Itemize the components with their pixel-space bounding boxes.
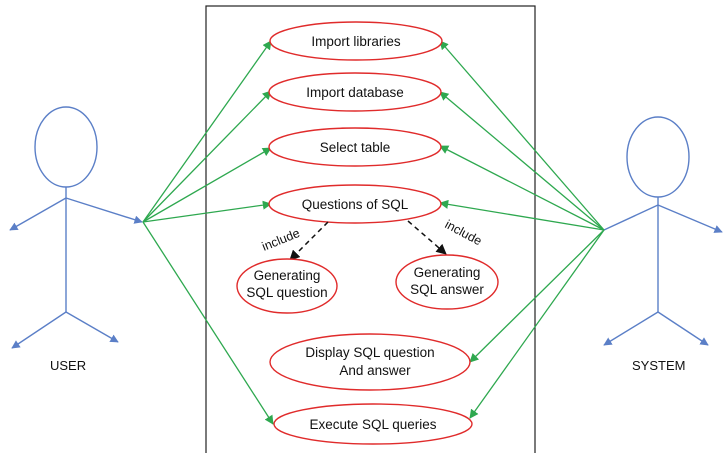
- use-case-label-line2: And answer: [339, 363, 411, 378]
- assoc-system-import-libraries: [439, 40, 605, 231]
- system-actor-label: SYSTEM: [632, 358, 685, 373]
- user-actor-head: [34, 106, 98, 188]
- use-case-ellipse: [395, 254, 499, 310]
- assoc-user-import-database: [142, 90, 272, 223]
- include-arrow-right: [407, 220, 447, 255]
- assoc-system-select-table: [439, 145, 605, 231]
- system-boundary: [205, 5, 536, 453]
- assoc-system-execute: [469, 229, 605, 419]
- assoc-user-questions: [142, 200, 272, 223]
- assoc-user-select-table: [142, 147, 272, 223]
- system-actor-right-leg: [657, 311, 709, 346]
- user-actor: [9, 106, 143, 349]
- use-case-import-libraries: Import libraries: [269, 21, 443, 61]
- use-case-label: Select table: [320, 140, 391, 155]
- use-case-import-database: Import database: [268, 72, 442, 112]
- user-actor-right-leg: [65, 311, 119, 343]
- use-case-ellipse: [236, 258, 338, 314]
- user-actor-left-arm: [9, 197, 67, 231]
- system-actor: [603, 116, 723, 346]
- system-actor-right-arm: [657, 204, 723, 233]
- assoc-system-import-database: [439, 91, 605, 231]
- system-actor-left-leg: [603, 311, 659, 346]
- assoc-user-import-libraries: [142, 40, 272, 223]
- user-actor-left-leg: [11, 311, 67, 349]
- system-actor-head: [626, 116, 690, 198]
- use-case-ellipse: [268, 72, 442, 112]
- user-actor-label: USER: [50, 358, 86, 373]
- use-case-generating-sql-answer: Generating SQL answer: [395, 254, 499, 310]
- use-case-execute-sql-queries: Execute SQL queries: [273, 403, 473, 445]
- use-case-label-line1: Generating: [254, 268, 321, 283]
- use-case-label: Questions of SQL: [302, 197, 409, 212]
- assoc-system-display: [469, 229, 605, 363]
- use-case-label-line2: SQL question: [246, 285, 327, 300]
- use-case-generating-sql-question: Generating SQL question: [236, 258, 338, 314]
- use-case-ellipse: [268, 184, 442, 224]
- use-case-label: Import libraries: [311, 34, 401, 49]
- use-case-label: Import database: [306, 85, 404, 100]
- use-case-ellipse: [273, 403, 473, 445]
- use-case-select-table: Select table: [268, 127, 442, 167]
- use-case-questions-of-sql: Questions of SQL: [268, 184, 442, 224]
- assoc-system-questions: [439, 199, 605, 231]
- system-actor-left-arm: [603, 204, 659, 231]
- use-case-ellipse: [269, 21, 443, 61]
- include-label-left: include: [260, 226, 302, 254]
- user-actor-right-arm: [65, 197, 143, 224]
- use-case-ellipse: [268, 127, 442, 167]
- system-associations: [439, 40, 605, 419]
- use-case-display-sql: Display SQL question And answer: [269, 333, 471, 391]
- use-case-label: Execute SQL queries: [309, 417, 436, 432]
- use-case-label-line1: Generating: [414, 265, 481, 280]
- use-case-ellipse: [269, 333, 471, 391]
- use-case-label-line2: SQL answer: [410, 282, 484, 297]
- use-case-label-line1: Display SQL question: [305, 345, 434, 360]
- user-associations: [142, 40, 274, 425]
- include-label-right: include: [443, 217, 485, 248]
- assoc-user-execute: [142, 221, 274, 425]
